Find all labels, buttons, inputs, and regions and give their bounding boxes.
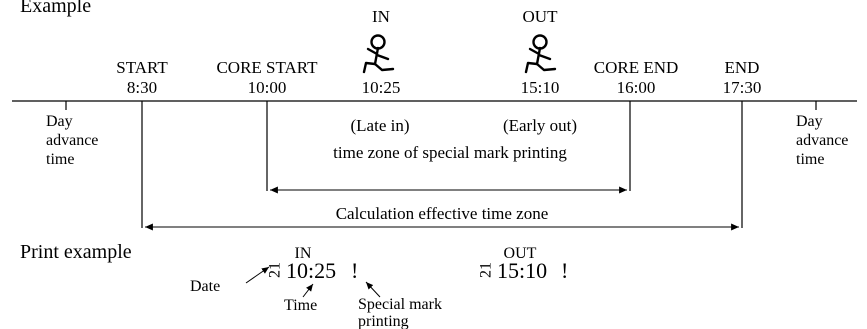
core-end-time: 16:00 — [617, 78, 656, 97]
day-advance-left: Day advance time — [46, 113, 102, 168]
special-mark-annotation: Special mark printing — [358, 296, 446, 329]
day-advance-right: Day advance time — [796, 113, 852, 168]
running-person-icon — [524, 34, 557, 74]
in-label: IN — [372, 7, 390, 26]
out-label: OUT — [523, 7, 559, 26]
time-pointer — [302, 283, 314, 298]
time-annotation: Time — [284, 297, 317, 314]
print-in-time: 10:25 — [286, 258, 336, 283]
start-time: 8:30 — [127, 78, 157, 97]
start-label: START — [116, 58, 168, 77]
special-zone-label: time zone of special mark printing — [333, 143, 567, 162]
date-annotation: Date — [190, 278, 220, 295]
print-in-mark: ! — [351, 258, 358, 283]
date-pointer — [245, 266, 270, 284]
effective-zone-label: Calculation effective time zone — [336, 204, 549, 223]
core-end-label: CORE END — [594, 58, 679, 77]
heading: Example — [20, 0, 91, 17]
running-person-icon — [362, 34, 395, 74]
print-in-label: IN — [295, 245, 312, 262]
end-time: 17:30 — [723, 78, 762, 97]
out-time: 15:10 — [521, 78, 560, 97]
print-out-label: OUT — [504, 245, 537, 262]
special-mark-pointer — [365, 281, 381, 298]
end-label: END — [725, 58, 760, 77]
core-start-time: 10:00 — [248, 78, 287, 97]
print-out-date: 21 — [478, 262, 495, 278]
print-in-date: 21 — [267, 262, 284, 278]
print-out-mark: ! — [561, 258, 568, 283]
core-start-label: CORE START — [216, 58, 318, 77]
print-out-time: 15:10 — [497, 258, 547, 283]
in-time: 10:25 — [362, 78, 401, 97]
print-example-title: Print example — [20, 241, 132, 263]
late-in-label: (Late in) — [351, 116, 410, 135]
early-out-label: (Early out) — [503, 116, 577, 135]
